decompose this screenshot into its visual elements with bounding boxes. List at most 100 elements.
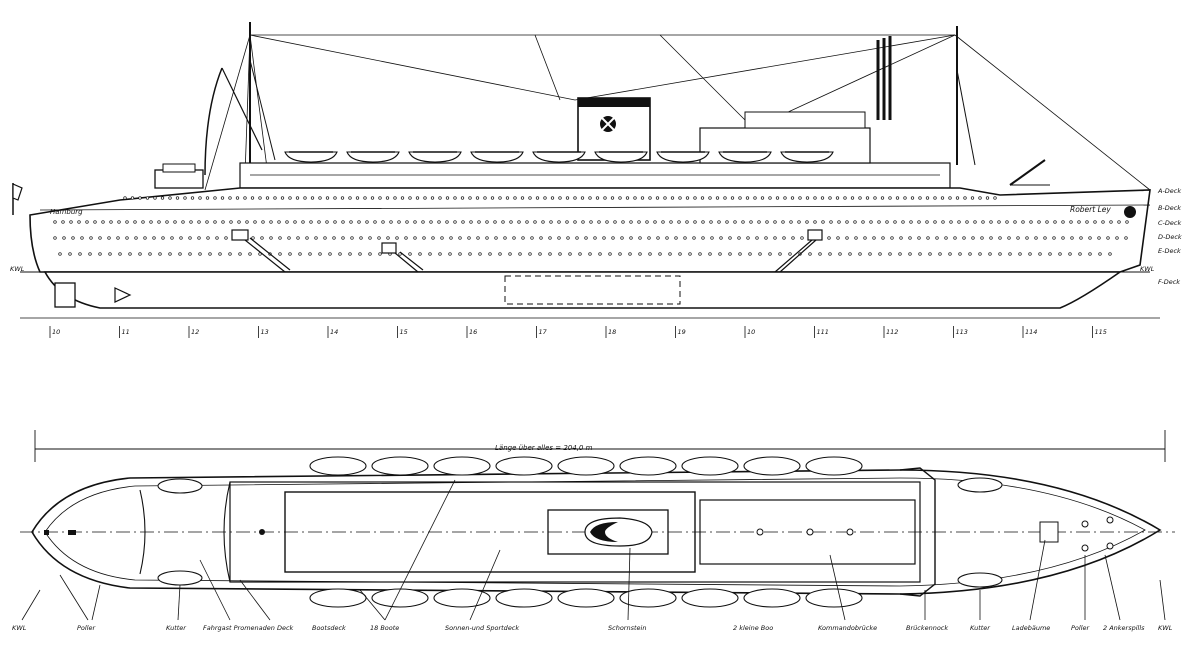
porthole [108, 252, 112, 256]
porthole [918, 252, 922, 256]
porthole [685, 220, 689, 224]
porthole [1025, 236, 1029, 240]
porthole [1038, 252, 1042, 256]
porthole [1018, 252, 1022, 256]
porthole [173, 220, 177, 224]
porthole [208, 252, 212, 256]
porthole [610, 196, 615, 200]
porthole [850, 196, 855, 200]
porthole [149, 220, 153, 224]
porthole [168, 252, 172, 256]
porthole [213, 196, 217, 200]
porthole [1124, 236, 1128, 240]
porthole [288, 196, 292, 200]
stern-deckhouse [154, 163, 204, 189]
porthole [318, 252, 322, 256]
porthole [818, 252, 822, 256]
lifeboat [805, 588, 863, 608]
porthole [903, 196, 907, 200]
porthole [505, 196, 510, 200]
porthole [1101, 220, 1105, 224]
porthole [293, 220, 297, 224]
porthole [620, 236, 624, 240]
porthole [910, 196, 915, 200]
porthole [878, 252, 882, 256]
bridge-wings [899, 467, 936, 597]
porthole [997, 220, 1001, 224]
porthole [179, 236, 183, 240]
porthole [518, 252, 522, 256]
frame-number: 12 [191, 328, 199, 336]
porthole [143, 236, 147, 240]
porthole [198, 252, 202, 256]
porthole [418, 252, 422, 256]
porthole [325, 196, 330, 200]
porthole [988, 252, 992, 256]
sun-sport-deck [284, 491, 696, 573]
lifeboat [780, 151, 834, 163]
porthole [791, 236, 795, 240]
porthole [535, 196, 540, 200]
porthole [602, 236, 606, 240]
porthole [328, 252, 332, 256]
porthole [68, 252, 72, 256]
porthole [948, 252, 952, 256]
porthole [206, 236, 210, 240]
porthole [501, 220, 505, 224]
anchor-icon [1124, 206, 1136, 218]
callout-label: Poller [77, 624, 97, 632]
porthole [953, 236, 957, 240]
porthole [458, 252, 462, 256]
lifeboat [495, 456, 553, 476]
porthole [251, 236, 255, 240]
porthole [853, 220, 857, 224]
porthole [768, 196, 772, 200]
promenade-deck [229, 481, 921, 583]
porthole [238, 252, 242, 256]
porthole [557, 236, 561, 240]
porthole [350, 236, 354, 240]
porthole [528, 196, 532, 200]
porthole [389, 220, 393, 224]
porthole [678, 196, 682, 200]
porthole [584, 236, 588, 240]
porthole [1106, 236, 1110, 240]
hull-side [29, 187, 1151, 273]
porthole [998, 252, 1002, 256]
porthole [925, 196, 930, 200]
porthole [783, 196, 787, 200]
porthole [565, 220, 569, 224]
porthole [333, 220, 337, 224]
porthole [611, 236, 615, 240]
porthole [693, 196, 697, 200]
porthole [298, 252, 302, 256]
porthole [708, 196, 712, 200]
porthole [188, 252, 192, 256]
porthole [708, 252, 712, 256]
porthole [548, 252, 552, 256]
porthole [965, 220, 969, 224]
porthole [625, 196, 630, 200]
porthole [758, 252, 762, 256]
porthole [1088, 236, 1092, 240]
frame-number: 115 [1095, 328, 1107, 336]
porthole [863, 236, 867, 240]
porthole [107, 236, 111, 240]
porthole [378, 196, 382, 200]
porthole [1028, 252, 1032, 256]
porthole [656, 236, 660, 240]
porthole [215, 236, 219, 240]
frame-number: 18 [608, 328, 616, 336]
porthole [749, 220, 753, 224]
porthole [101, 220, 105, 224]
porthole [648, 252, 652, 256]
porthole [588, 196, 592, 200]
porthole [1068, 252, 1072, 256]
porthole [413, 236, 417, 240]
porthole [872, 236, 876, 240]
porthole [548, 236, 552, 240]
porthole [183, 196, 187, 200]
porthole [1079, 236, 1083, 240]
porthole [513, 196, 517, 200]
porthole [269, 220, 273, 224]
